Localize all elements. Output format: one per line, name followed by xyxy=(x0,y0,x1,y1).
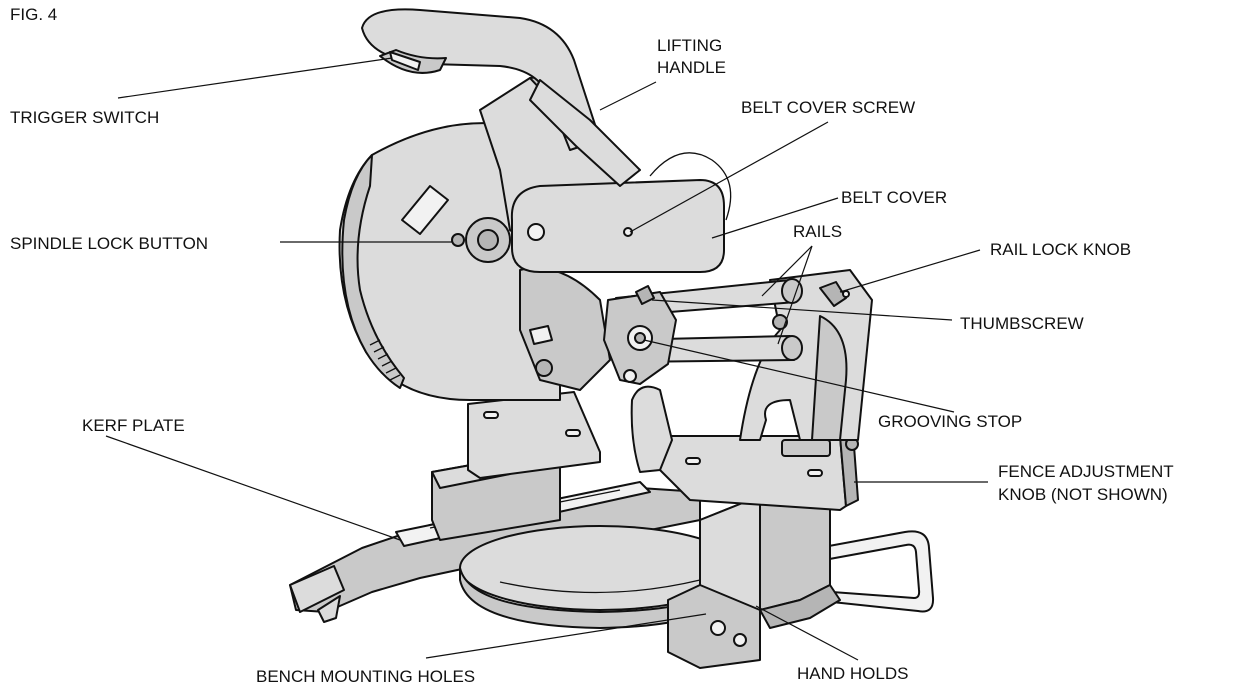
fence-left xyxy=(467,391,601,479)
figure-label: FIG. 4 xyxy=(10,5,57,24)
leader-grooving-stop xyxy=(643,339,955,413)
label-spindle-lock-button: SPINDLE LOCK BUTTON xyxy=(10,234,208,253)
thumbscrew-shape xyxy=(772,314,788,330)
leader-rails-2 xyxy=(777,245,813,345)
label-bench-mounting-holes: BENCH MOUNTING HOLES xyxy=(256,667,475,686)
miter-saw-illustration xyxy=(289,8,935,669)
label-lifting-handle: LIFTING HANDLE xyxy=(657,36,727,77)
label-rails: RAILS xyxy=(793,222,842,241)
label-belt-cover-screw: BELT COVER SCREW xyxy=(741,98,915,117)
label-belt-cover: BELT COVER xyxy=(841,188,947,207)
leader-belt-cover xyxy=(711,197,839,239)
leader-bench-mounting xyxy=(425,613,707,659)
label-rail-lock-knob: RAIL LOCK KNOB xyxy=(990,240,1131,259)
belt-cover-shape xyxy=(510,179,725,273)
leader-hand-holds xyxy=(755,605,859,661)
labels: FIG. 4 TRIGGER SWITCH LIFTING HANDLE BEL… xyxy=(10,5,1178,686)
leader-trigger-switch xyxy=(117,57,393,99)
label-kerf-plate: KERF PLATE xyxy=(82,416,185,435)
leader-lines xyxy=(105,57,988,661)
label-grooving-stop: GROOVING STOP xyxy=(878,412,1022,431)
label-fence-adjustment-knob: FENCE ADJUSTMENT KNOB (NOT SHOWN) xyxy=(998,462,1178,504)
leader-rails-1 xyxy=(761,245,813,297)
spindle-lock-button-shape xyxy=(451,233,465,247)
label-trigger-switch: TRIGGER SWITCH xyxy=(10,108,159,127)
label-thumbscrew: THUMBSCREW xyxy=(960,314,1084,333)
leader-belt-cover-screw xyxy=(629,121,829,233)
lifting-handle-shape xyxy=(529,79,641,187)
leader-rail-lock-knob xyxy=(839,249,981,293)
leader-thumbscrew xyxy=(651,299,953,321)
leader-lifting-handle xyxy=(599,81,657,111)
label-hand-holds: HAND HOLDS xyxy=(797,664,908,683)
leader-kerf-plate xyxy=(105,435,401,541)
